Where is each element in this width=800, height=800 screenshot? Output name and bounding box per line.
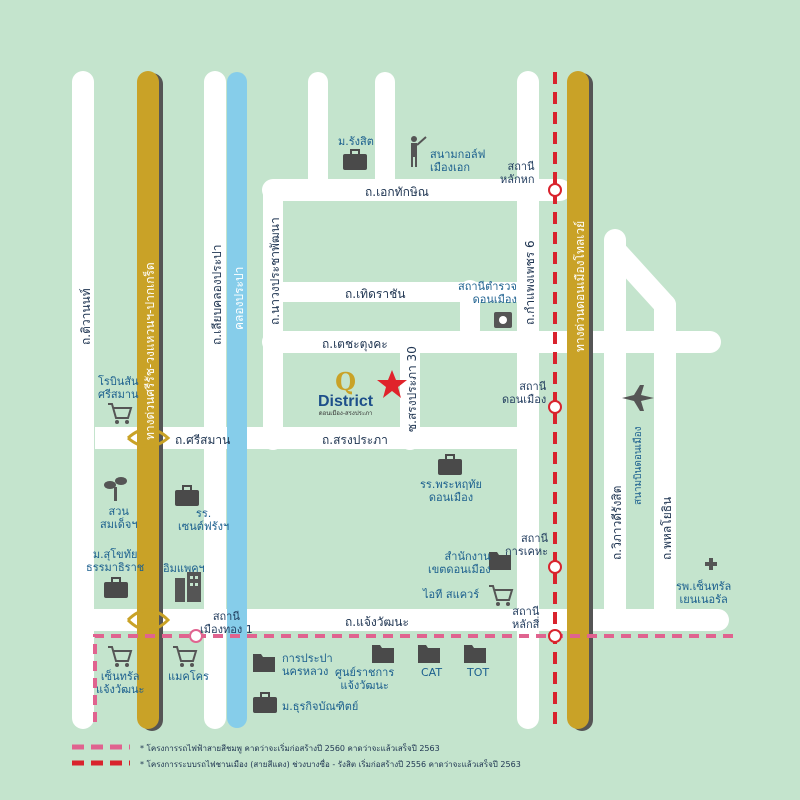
road-label-liap-khlong-prapa: ถ.เลียบคลองประปา — [210, 244, 224, 346]
folder-icon — [418, 645, 440, 663]
place-phrathai-school: รร.พระหฤทัยดอนเมือง — [420, 478, 482, 504]
building-icon — [175, 572, 201, 602]
police-station-icon — [494, 312, 512, 328]
pink-line-rail — [93, 634, 740, 722]
road-label-tiwanon: ถ.ติวานนท์ — [79, 288, 93, 345]
airport-label: สนามบินดอนเมือง — [633, 426, 644, 505]
place-central-chaeng: เซ็นทรัลแจ้งวัฒนะ — [96, 670, 145, 696]
station-mueang-thong-label: สถานีเมืองทอง 1 — [200, 610, 253, 636]
legend-red-text: * โครงการระบบรถไฟชานเมือง (สายสีแดง) ช่ว… — [140, 760, 521, 769]
station-lak-hok-label: สถานีหลักหก — [500, 160, 535, 186]
cart-icon — [108, 403, 133, 424]
place-tot: TOT — [467, 666, 490, 679]
briefcase-icon — [253, 692, 277, 713]
logo-name: District — [318, 393, 374, 410]
cart-icon — [489, 585, 514, 606]
station-don-mueang-marker — [548, 400, 562, 414]
briefcase-icon — [104, 577, 128, 598]
place-it-square: ไอที สแควร์ — [423, 588, 480, 601]
place-bundit-univ: ม.ธุรกิจบัณฑิตย์ — [282, 700, 359, 713]
cart-icon — [173, 646, 198, 667]
place-police: สถานีตำรวจดอนเมือง — [458, 280, 517, 306]
logo-letter: Q — [335, 367, 357, 396]
folder-icon — [464, 645, 486, 663]
phahonyothin-diag — [604, 239, 676, 316]
road-label-vibhavadi: ถ.วิภาวดีรังสิต — [610, 485, 624, 560]
road-label-nawong: ถ.นาวงประชาพัฒนา — [268, 217, 282, 325]
briefcase-icon — [175, 485, 199, 506]
station-kan-kheha-marker — [548, 560, 562, 574]
place-rangsit-univ: ม.รังสิต — [338, 135, 374, 148]
hospital-cross-icon — [705, 558, 717, 570]
place-central-hospital: รพ.เซ็นทรัลเยนเนอรัล — [676, 580, 732, 606]
left-expressway-label: ทางด่วนศรีรัช-วงแหวนฯ-ปากเกร็ด — [143, 262, 157, 440]
place-makro: แมคโคร — [168, 670, 209, 683]
station-don-mueang-label: สถานีดอนเมือง — [502, 380, 547, 406]
q-district-logo: Q District ดอนเมือง-สรงประภา — [318, 370, 373, 418]
road-label-techatungkha: ถ.เตชะตุงคะ — [322, 337, 388, 351]
place-park: สวนสมเด็จฯ — [100, 505, 138, 531]
station-mueang-thong-marker — [189, 629, 203, 643]
road-label-ekkachai: ถ.เอกทักษิณ — [365, 185, 429, 199]
station-lak-si-label: สถานีหลักสี่ — [512, 605, 540, 631]
airplane-icon — [622, 385, 654, 411]
place-robinson: โรบินสันศรีสมาน — [98, 375, 139, 401]
station-lak-hok-marker — [548, 183, 562, 197]
place-st-francis: รร.เซนต์ฟรังฯ — [178, 507, 230, 533]
place-impact: อิมแพคฯ — [163, 562, 205, 575]
place-cat: CAT — [421, 666, 443, 679]
place-sukhothai-univ: ม.สุโขทัยธรรมาธิราช — [86, 548, 145, 574]
logo-subtitle: ดอนเมือง-สรงประภา — [318, 410, 373, 417]
road-label-kamphaengphet: ถ.กำแพงเพชร 6 — [523, 240, 537, 325]
road-label-sriman: ถ.ศรีสมาน — [175, 433, 231, 447]
briefcase-icon — [343, 149, 367, 170]
canal-label: คลองประปา — [232, 266, 246, 330]
road-label-songprapa: ถ.สรงประภา — [322, 433, 388, 447]
place-gov-center: ศูนย์ราชการแจ้งวัฒนะ — [335, 666, 395, 692]
folder-icon — [253, 654, 275, 672]
briefcase-icon — [438, 454, 462, 475]
place-district-office: สำนักงานเขตดอนเมือง — [428, 550, 491, 576]
location-star-icon — [377, 370, 407, 398]
place-water-authority: การประปานครหลวง — [282, 652, 333, 678]
cart-icon — [108, 646, 133, 667]
interchange-top — [126, 427, 171, 448]
station-kan-kheha-label: สถานีการเคหะ — [505, 532, 549, 558]
folder-icon — [489, 552, 511, 570]
right-expressway-label: ทางด่วนดอนเมืองโทลเวย์ — [573, 220, 587, 352]
tree-icon — [104, 477, 127, 501]
place-golf: สนามกอล์ฟเมืองเอก — [430, 148, 486, 174]
road-label-chaengwattana: ถ.แจ้งวัฒนะ — [345, 615, 409, 629]
station-lak-si-marker — [548, 629, 562, 643]
interchange-bottom — [126, 608, 171, 632]
golfer-icon — [411, 136, 427, 167]
folder-icon — [372, 645, 394, 663]
road-label-soi-songprapa: ซ.สรงประภา 30 — [405, 346, 419, 432]
road-label-phahonyothin: ถ.พหลโยธิน — [660, 496, 674, 560]
road-label-thoetracha: ถ.เทิดราชัน — [345, 287, 406, 301]
legend-pink-text: * โครงการรถไฟฟ้าสายสีชมพู คาดว่าจะเริ่มก… — [140, 744, 440, 753]
